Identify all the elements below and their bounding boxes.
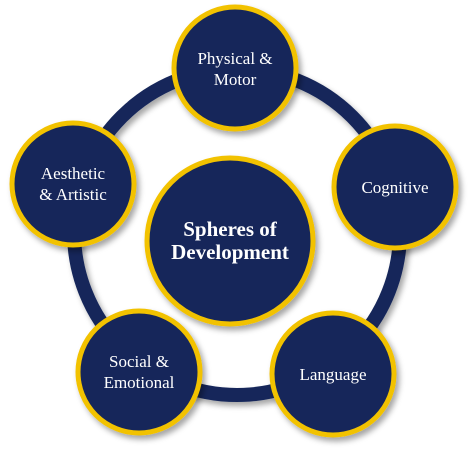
sphere-aesthetic-artistic-label-line1: Aesthetic: [41, 164, 106, 183]
sphere-cognitive: Cognitive: [331, 123, 459, 251]
center-circle: [144, 155, 316, 327]
sphere-social-emotional: Social & Emotional: [75, 308, 203, 436]
sphere-language: Language: [269, 310, 397, 438]
sphere-language-circle: [269, 310, 397, 438]
sphere-aesthetic-artistic-label-line2: & Artistic: [39, 185, 107, 204]
sphere-social-emotional-circle: [75, 308, 203, 436]
sphere-physical-motor-label-line2: Motor: [214, 70, 257, 89]
center-label-line2: Development: [171, 240, 289, 264]
sphere-social-emotional-label-line1: Social &: [109, 352, 169, 371]
sphere-cognitive-label: Cognitive: [361, 178, 428, 197]
sphere-aesthetic-artistic: Aesthetic & Artistic: [9, 120, 137, 248]
sphere-social-emotional-label-line2: Emotional: [104, 373, 175, 392]
sphere-physical-motor: Physical & Motor: [171, 4, 299, 132]
center-node: Spheres of Development: [144, 155, 316, 327]
center-label-line1: Spheres of: [183, 217, 278, 241]
sphere-aesthetic-artistic-circle: [9, 120, 137, 248]
sphere-physical-motor-circle: [171, 4, 299, 132]
sphere-cognitive-circle: [331, 123, 459, 251]
sphere-physical-motor-label-line1: Physical &: [197, 49, 272, 68]
sphere-language-label: Language: [299, 365, 366, 384]
